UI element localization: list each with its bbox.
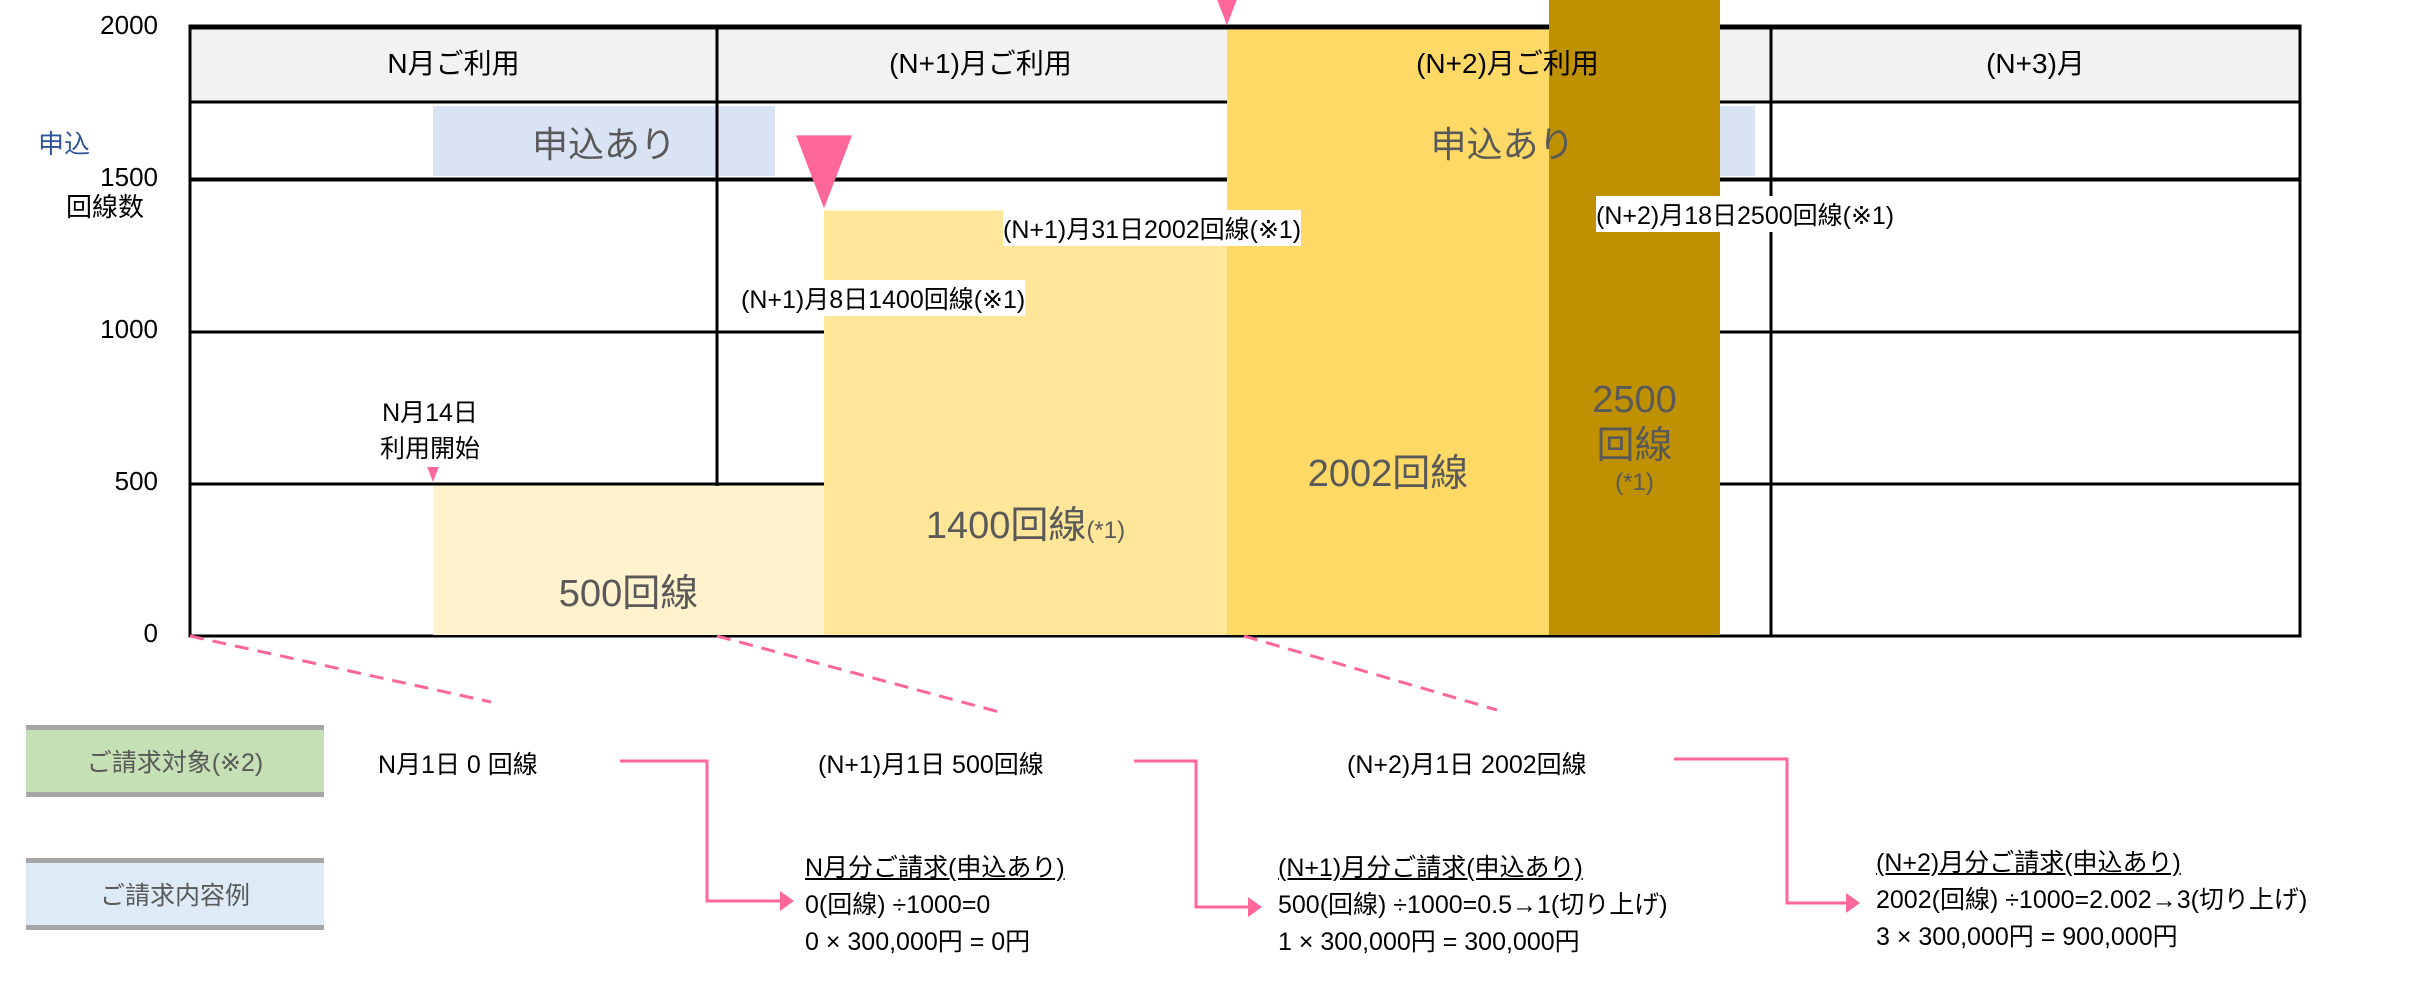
event-marker-icon bbox=[796, 135, 852, 209]
column-header-n3: (N+3)月 bbox=[1986, 48, 2085, 79]
bill-calc: 2002(回線) ÷1000=2.002→3(切り上げ) bbox=[1876, 886, 2308, 914]
arrow-heads bbox=[780, 891, 1860, 917]
billing-target-label: ご請求対象(※2) bbox=[26, 725, 324, 797]
bar-value-label: 2500回線 bbox=[1592, 379, 1677, 467]
event-label-start: N月14日利用開始 bbox=[345, 395, 515, 467]
event-label: (N+2)月18日2500回線(※1) bbox=[1596, 196, 1895, 232]
y-tick-label: 500 bbox=[114, 466, 158, 496]
application-row-label: 申込 bbox=[38, 129, 91, 159]
bill-title: N月分ご請求(申込あり) bbox=[805, 854, 1065, 882]
event-marker-icon bbox=[1217, 0, 1237, 26]
bar-value-label: 1400回線 bbox=[925, 505, 1087, 547]
event-date: N月14日 bbox=[382, 399, 478, 427]
bill-calc: 500(回線) ÷1000=0.5→1(切り上げ) bbox=[1278, 891, 1668, 919]
y-tick-label: 1000 bbox=[100, 314, 158, 344]
y-tick-label: 0 bbox=[143, 618, 158, 648]
event-text: 利用開始 bbox=[379, 435, 480, 463]
bill-amount: 0 × 300,000円 = 0円 bbox=[805, 928, 1031, 956]
y-tick-label: 1500 bbox=[100, 162, 158, 192]
column-header-n: N月ご利用 bbox=[387, 48, 520, 79]
billing-target: N月1日 0 回線 bbox=[378, 751, 538, 779]
event-label: (N+1)月8日1400回線(※1) bbox=[741, 280, 1026, 316]
bar-note: (*1) bbox=[1086, 517, 1126, 544]
column-header-n2: (N+2)月ご利用 bbox=[1416, 48, 1599, 79]
billing-example-label: ご請求内容例 bbox=[26, 858, 324, 930]
bar-label: 2500回線(*1) bbox=[1549, 378, 1720, 498]
bar-fill-2500 bbox=[1549, 0, 1720, 635]
bill-title: (N+1)月分ご請求(申込あり) bbox=[1278, 854, 1583, 882]
bar-fill-500 bbox=[433, 486, 824, 635]
bar-label: 1400回線(*1) bbox=[824, 504, 1227, 550]
billing-target: (N+1)月1日 500回線 bbox=[818, 751, 1044, 779]
bill-amount: 1 × 300,000円 = 300,000円 bbox=[1278, 928, 1580, 956]
dashed-guides bbox=[189, 634, 1498, 715]
bar-fill-1400 bbox=[824, 212, 1227, 635]
y-tick-label: 2000 bbox=[100, 10, 158, 40]
event-label: (N+1)月31日2002回線(※1) bbox=[1003, 210, 1302, 246]
column-header-n1: (N+1)月ご利用 bbox=[889, 48, 1072, 79]
bar-fill-2002 bbox=[1227, 29, 1549, 635]
bill-example-n: N月分ご請求(申込あり) 0(回線) ÷1000=0 0 × 300,000円 … bbox=[805, 850, 1065, 961]
bar-note: (*1) bbox=[1615, 469, 1654, 497]
connector-arrows bbox=[620, 757, 1846, 909]
apply-badge: 申込あり bbox=[531, 124, 676, 165]
bar-label: 500回線 bbox=[433, 572, 824, 618]
bill-amount: 3 × 300,000円 = 900,000円 bbox=[1876, 923, 2178, 951]
bill-example-n2: (N+2)月分ご請求(申込あり) 2002(回線) ÷1000=2.002→3(… bbox=[1876, 845, 2307, 956]
y-axis-title: 回線数 bbox=[66, 192, 145, 222]
bill-example-n1: (N+1)月分ご請求(申込あり) 500(回線) ÷1000=0.5→1(切り上… bbox=[1278, 850, 1668, 961]
bar-value-label: 2002回線 bbox=[1307, 453, 1469, 495]
bar-label: 2002回線 bbox=[1227, 452, 1549, 498]
bill-calc: 0(回線) ÷1000=0 bbox=[805, 891, 991, 919]
bar-value-label: 500回線 bbox=[558, 573, 699, 615]
apply-badge: 申込あり bbox=[1430, 124, 1575, 165]
bill-title: (N+2)月分ご請求(申込あり) bbox=[1876, 849, 2181, 877]
billing-target: (N+2)月1日 2002回線 bbox=[1347, 751, 1587, 779]
